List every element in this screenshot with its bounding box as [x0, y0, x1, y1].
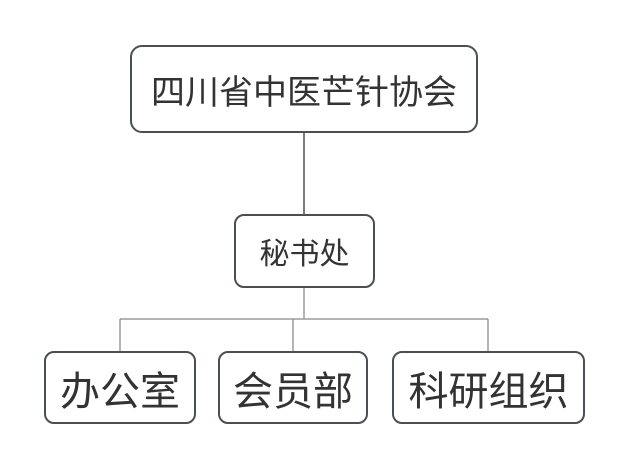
- research-node: 科研组织: [392, 351, 585, 424]
- secretariat-node: 秘书处: [234, 214, 375, 288]
- office-node: 办公室: [44, 351, 196, 424]
- members-node: 会员部: [218, 351, 368, 424]
- root-node: 四川省中医芒针协会: [130, 45, 478, 133]
